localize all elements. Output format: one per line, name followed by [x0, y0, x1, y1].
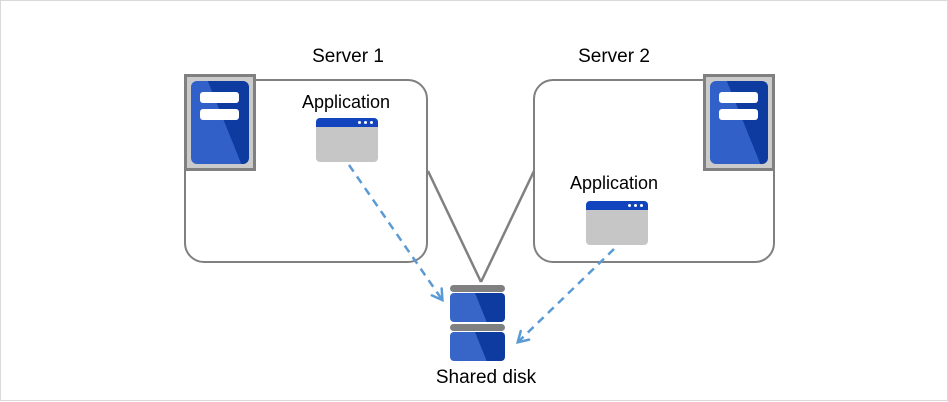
window-dot-icon [627, 203, 631, 208]
application-titlebar [316, 118, 378, 127]
application1-window-icon [316, 118, 378, 162]
server-slot-icon [200, 109, 239, 120]
disk-body-icon [450, 293, 505, 322]
application-titlebar [586, 201, 648, 210]
shared-disk-label: Shared disk [435, 367, 537, 388]
window-dot-icon [363, 120, 367, 125]
disk-cap-icon [450, 324, 505, 331]
application2-window-icon [586, 201, 648, 245]
server1-to-disk-line [426, 170, 483, 283]
window-dot-icon [369, 120, 373, 125]
application1-label: Application [301, 92, 391, 112]
shared-disk-icon [450, 285, 505, 361]
server1-icon [184, 74, 256, 171]
server-slot-icon [719, 92, 758, 103]
server2-to-disk-line [479, 170, 536, 283]
window-dot-icon [639, 203, 643, 208]
server2-label: Server 2 [578, 46, 650, 67]
window-dot-icon [633, 203, 637, 208]
application2-label: Application [569, 173, 659, 193]
disk-cap-icon [450, 285, 505, 292]
window-dot-icon [357, 120, 361, 125]
disk-body-icon [450, 332, 505, 361]
server-slot-icon [719, 109, 758, 120]
server-slot-icon [200, 92, 239, 103]
server-tower-icon [710, 81, 768, 164]
application2-to-disk-arrow [515, 248, 615, 344]
server2-icon [703, 74, 775, 171]
server-tower-icon [191, 81, 249, 164]
server1-label: Server 1 [312, 46, 384, 67]
